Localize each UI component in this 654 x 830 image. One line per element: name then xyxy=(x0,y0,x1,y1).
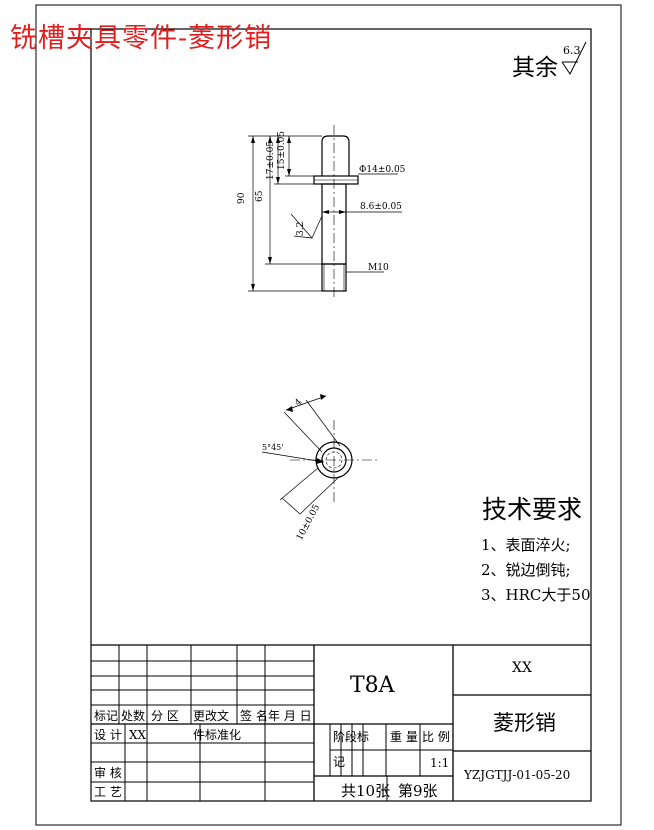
dim-head-height-1: 17±0.05 xyxy=(266,140,276,180)
stage-label: 阶段标 xyxy=(333,730,370,744)
sheet-number: 第9张 xyxy=(398,782,438,800)
title-block xyxy=(91,644,591,801)
review-label: 审 核 xyxy=(94,766,122,780)
company: XX xyxy=(512,660,532,676)
tech-requirement-2: 2、锐边倒钝; xyxy=(481,561,571,579)
top-view-centerlines xyxy=(290,420,378,502)
rev-header-sign: 签 名 xyxy=(240,709,268,723)
outer-frame xyxy=(35,4,622,826)
stage-mark-label: 记 xyxy=(333,755,346,769)
dim-head-height-2: 15±0.05 xyxy=(277,130,287,170)
inner-frame xyxy=(90,28,592,802)
part-name: 菱形销 xyxy=(493,711,556,735)
dim-thread: M10 xyxy=(368,263,389,273)
rev-header-zone: 分 区 xyxy=(151,709,179,723)
rev-header-doc: 更改文 xyxy=(193,709,230,723)
tech-requirements-title: 技术要求 xyxy=(482,495,583,524)
surface-finish-value: 6.3 xyxy=(563,44,581,57)
sheet-title: 铣槽夹具零件-菱形销 xyxy=(10,23,273,54)
rev-header-count: 处数 xyxy=(121,709,146,723)
dim-angle: 5°45' xyxy=(262,443,284,452)
drawing-number: YZJGTJJ-01-05-20 xyxy=(464,768,571,782)
dim-body-dia: 8.6±0.05 xyxy=(360,202,402,212)
material: T8A xyxy=(350,673,395,698)
scale-label: 比 例 xyxy=(422,730,450,744)
rev-header-mark: 标记 xyxy=(94,709,119,723)
dim-flange-dia: Φ14±0.05 xyxy=(359,165,406,175)
weight-label: 重 量 xyxy=(390,730,418,744)
top-arrows xyxy=(286,394,326,464)
front-view xyxy=(313,135,359,292)
process-label: 工 艺 xyxy=(94,785,122,799)
design-label: 设 计 xyxy=(94,728,122,742)
scale-value: 1:1 xyxy=(430,756,450,770)
designer: XX xyxy=(129,728,147,742)
standardization: 件标准化 xyxy=(193,728,242,742)
surface-finish-label: 其余 xyxy=(512,55,558,81)
front-arrows xyxy=(251,136,346,291)
rev-header-date: 年 月 日 xyxy=(268,709,312,723)
total-sheets: 共10张 xyxy=(341,782,391,800)
dim-shank-length: 65 xyxy=(255,190,265,202)
roughness-value: 3.2 xyxy=(296,221,306,236)
tech-requirement-1: 1、表面淬火; xyxy=(481,536,571,554)
tech-requirement-3: 3、HRC大于50 xyxy=(481,586,591,604)
dim-total-length: 90 xyxy=(237,192,247,204)
surface-finish-symbol xyxy=(561,41,587,75)
top-dimensions xyxy=(261,395,341,515)
